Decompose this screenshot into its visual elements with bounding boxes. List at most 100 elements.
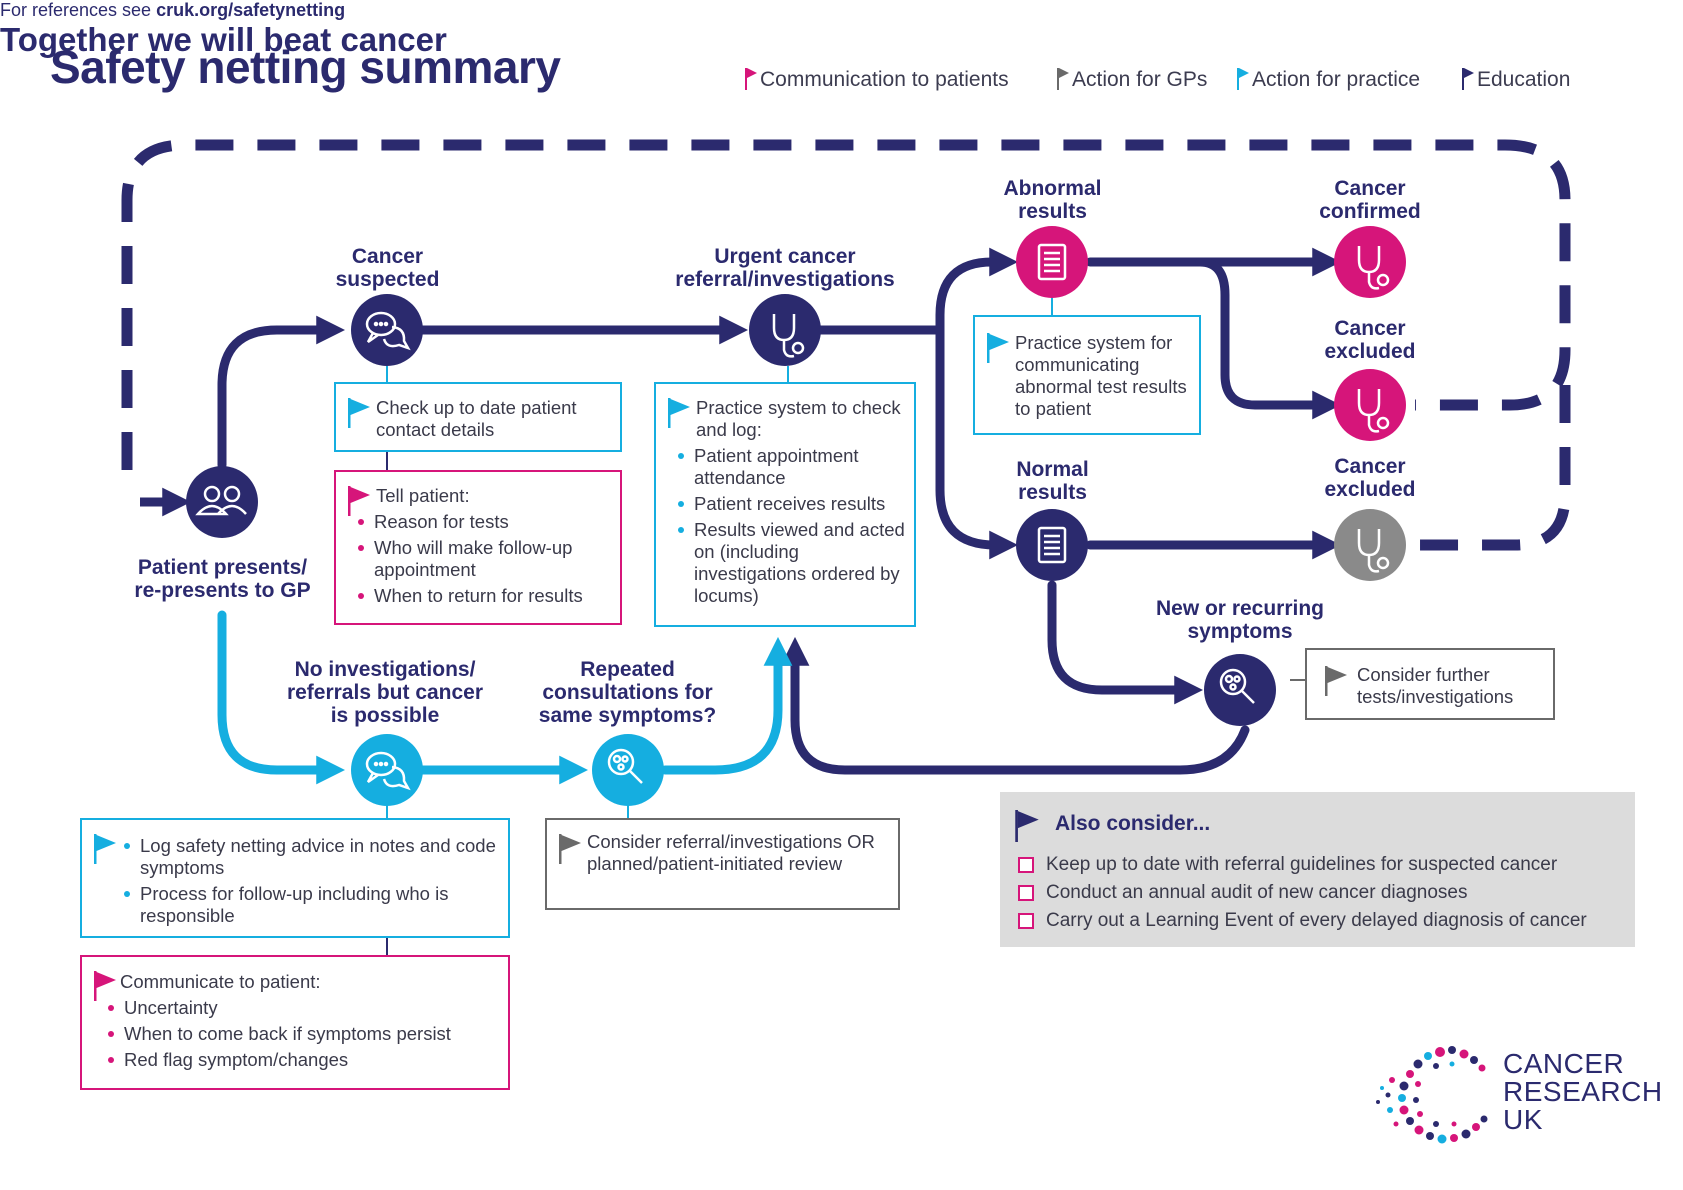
speech-bubbles-icon (365, 311, 411, 351)
label-cancer-confirmed: Cancer confirmed (1319, 177, 1421, 223)
node-normal (1016, 509, 1088, 581)
speech-bubbles-icon (365, 751, 411, 791)
box-abnormal-comm: Practice system for communicating abnorm… (973, 315, 1201, 435)
node-cancer-excluded-2 (1334, 509, 1406, 581)
grey-flag-icon (1057, 68, 1069, 90)
checklist-item: Keep up to date with referral guidelines… (1018, 854, 1557, 876)
arrow-to-normal (935, 325, 1019, 560)
legend-label: Action for GPs (1072, 68, 1208, 91)
checkbox-icon (1018, 913, 1034, 929)
box-consider-referral: Consider referral/investigations OR plan… (545, 818, 900, 910)
pink-flag-icon (94, 971, 116, 1001)
node-cancer-confirmed (1334, 226, 1406, 298)
node-cancer-suspected (351, 294, 423, 366)
node-new-symptoms (1204, 654, 1276, 726)
legend-item-communication: Communication to patients (745, 68, 1009, 92)
pink-flag-icon (745, 68, 757, 90)
box-text: Check up to date patient contact details (376, 397, 577, 440)
label-no-investigations: No investigations/ referrals but cancer … (286, 658, 484, 727)
box-title: Tell patient: (376, 485, 470, 506)
arrow-to-abnormal (935, 247, 1019, 335)
label-normal: Normal results (1016, 458, 1089, 504)
also-consider-panel: Also consider... Keep up to date with re… (1000, 792, 1635, 947)
list-item: Red flag symptom/changes (104, 1049, 498, 1071)
box-title: Communicate to patient: (120, 971, 321, 992)
logo-line: CANCER (1503, 1048, 1625, 1079)
tagline: Together we will beat cancer (0, 21, 447, 58)
references: For references see cruk.org/safetynettin… (0, 0, 1683, 21)
cyan-flag-icon (668, 398, 690, 428)
references-prefix: For references see (0, 0, 152, 20)
label-urgent: Urgent cancer referral/investigations (675, 245, 895, 291)
legend-item-gps: Action for GPs (1057, 68, 1207, 92)
checklist-text: Keep up to date with referral guidelines… (1046, 854, 1558, 875)
node-cancer-excluded-1 (1334, 369, 1406, 441)
node-abnormal (1016, 226, 1088, 298)
grey-flag-icon (1325, 666, 1347, 696)
pink-flag-icon (348, 486, 370, 516)
people-icon (195, 485, 247, 516)
logo-line: RESEARCH (1503, 1076, 1663, 1107)
label-cancer-excluded: Cancer excluded (1324, 317, 1416, 363)
list-item: When to return for results (354, 585, 610, 607)
also-consider-heading: Also consider... (1055, 812, 1211, 835)
stethoscope-icon (1357, 246, 1390, 290)
document-icon (1037, 526, 1067, 564)
stethoscope-icon (1357, 529, 1390, 573)
references-link[interactable]: cruk.org/safetynetting (156, 0, 346, 20)
dashed-loop-border (121, 139, 1571, 470)
document-icon (1037, 243, 1067, 281)
list-item: Patient appointment attendance (674, 445, 906, 489)
checklist-item: Conduct an annual audit of new cancer di… (1018, 882, 1467, 904)
cyan-flag-icon (1237, 68, 1249, 90)
box-communicate: Communicate to patient: Uncertainty When… (80, 955, 510, 1090)
node-urgent (749, 294, 821, 366)
navy-flag-icon (1462, 68, 1474, 90)
box-tell-patient: Tell patient: Reason for tests Who will … (334, 470, 622, 625)
label-abnormal: Abnormal results (1003, 177, 1102, 223)
box-text: Practice system for communicating abnorm… (1015, 332, 1187, 419)
navy-flag-icon (1015, 810, 1039, 842)
list-item: Results viewed and acted on (including i… (674, 519, 906, 607)
cruk-logo-icon (1376, 1046, 1488, 1144)
stethoscope-icon (772, 314, 805, 358)
page-title: Safety netting summary (50, 41, 561, 93)
checkbox-icon (1018, 885, 1034, 901)
checklist-text: Conduct an annual audit of new cancer di… (1046, 882, 1468, 903)
legend-item-practice: Action for practice (1237, 68, 1420, 92)
list-item: Process for follow-up including who is r… (120, 883, 498, 927)
arrow-patient-to-no-investigations (217, 610, 346, 785)
box-check-details: Check up to date patient contact details (334, 382, 622, 452)
arrow-patient-to-suspected (217, 315, 346, 470)
label-new-symptoms: New or recurring symptoms (1155, 597, 1325, 643)
magnifier-icon (1219, 668, 1255, 704)
box-further-tests: Consider further tests/investigations (1305, 648, 1555, 720)
box-text: Consider referral/investigations OR plan… (587, 831, 875, 874)
list-item: Reason for tests (354, 511, 610, 533)
arrow-new-symptoms-back (780, 636, 1250, 775)
cruk-logo-text: CANCER RESEARCH UK (1503, 1050, 1663, 1134)
checkbox-icon (1018, 857, 1034, 873)
list-item: Who will make follow-up appointment (354, 537, 610, 581)
node-patient (186, 466, 258, 538)
logo-line: UK (1503, 1104, 1543, 1135)
arrow-repeated-to-urgent (660, 636, 793, 775)
list-item: When to come back if symptoms persist (104, 1023, 498, 1045)
cyan-flag-icon (348, 398, 370, 428)
box-log-advice: Log safety netting advice in notes and c… (80, 818, 510, 938)
list-item: Uncertainty (104, 997, 498, 1019)
arrow-normal-to-new-symptoms (1047, 580, 1204, 705)
cyan-flag-icon (94, 834, 116, 864)
legend-label: Action for practice (1252, 68, 1421, 91)
grey-flag-icon (559, 834, 581, 864)
label-cancer-suspected: Cancer suspected (335, 245, 440, 291)
dashed-loop-lower (1415, 385, 1571, 551)
legend-label: Education (1477, 68, 1571, 91)
node-no-investigations (351, 734, 423, 806)
arrow-abnormal-to-excluded (1195, 257, 1342, 420)
legend-item-education: Education (1462, 68, 1570, 92)
box-practice-log: Practice system to check and log: Patien… (654, 382, 916, 627)
stethoscope-icon (1357, 389, 1390, 433)
label-repeated: Repeated consultations for same symptoms… (538, 658, 717, 727)
